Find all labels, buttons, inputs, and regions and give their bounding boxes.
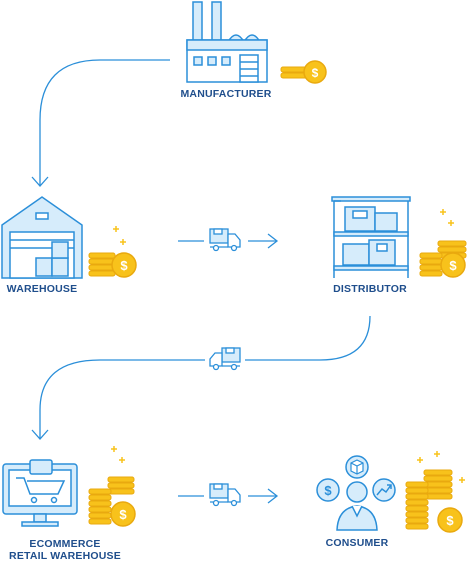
person-icon [336, 481, 378, 531]
dollar-icon: $ [316, 478, 340, 502]
coin-stack-icon: $ [88, 252, 137, 278]
connector-distributor-ecommerce [31, 315, 371, 440]
coin-stack-icon: $ [280, 60, 327, 84]
ecommerce-label-line1: ECOMMERCE [29, 538, 101, 550]
delivery-truck-icon [209, 228, 241, 252]
consumer-label: CONSUMER [325, 537, 389, 549]
connector-manufacturer-warehouse [31, 59, 170, 187]
factory-icon [186, 1, 268, 83]
dollar-icon: $ [446, 513, 454, 528]
dollar-icon: $ [449, 258, 457, 273]
computer-cart-icon [2, 459, 78, 527]
dollar-icon: $ [119, 507, 127, 522]
dollar-icon: $ [312, 66, 319, 80]
sparkle-icon [113, 226, 126, 245]
delivery-truck-icon [209, 347, 241, 371]
coin-stack-icon: $ [405, 469, 463, 533]
svg-text:$: $ [324, 483, 332, 498]
coin-stack-icon: $ [419, 240, 467, 278]
distributor-label: DISTRIBUTOR [333, 283, 407, 295]
delivery-truck-icon [209, 483, 241, 507]
growth-chart-icon [372, 478, 396, 502]
shelf-rack-icon [331, 196, 411, 278]
connector-ecommerce-consumer [178, 488, 279, 504]
sparkle-icon [440, 209, 454, 226]
warehouse-icon [1, 196, 83, 279]
box-icon [345, 455, 369, 479]
warehouse-label: WAREHOUSE [6, 283, 78, 295]
ecommerce-label-line2: RETAIL WAREHOUSE [9, 550, 121, 562]
sparkle-icon [417, 451, 465, 483]
connector-warehouse-distributor [178, 233, 279, 249]
sparkle-icon [111, 446, 125, 463]
coin-stack-icon: $ [88, 476, 136, 527]
manufacturer-label: MANUFACTURER [180, 88, 272, 100]
dollar-icon: $ [120, 258, 128, 273]
